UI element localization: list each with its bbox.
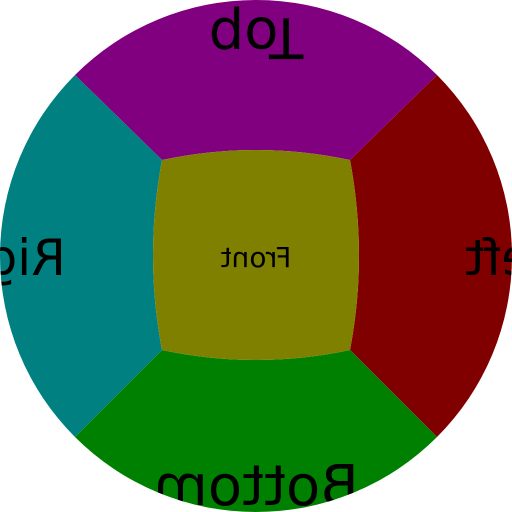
- bottom-face: [0, 350, 512, 512]
- front-face-label: Front: [221, 241, 292, 274]
- bottom-face-label: Bottom: [153, 454, 358, 512]
- top-face-label: Top: [209, 4, 305, 69]
- top-face: [0, 0, 512, 160]
- right-face-label: Right: [0, 229, 66, 287]
- front-face: [153, 150, 359, 360]
- right-face: [0, 0, 162, 512]
- left-face: [350, 0, 512, 512]
- left-face-label: Left: [465, 229, 512, 287]
